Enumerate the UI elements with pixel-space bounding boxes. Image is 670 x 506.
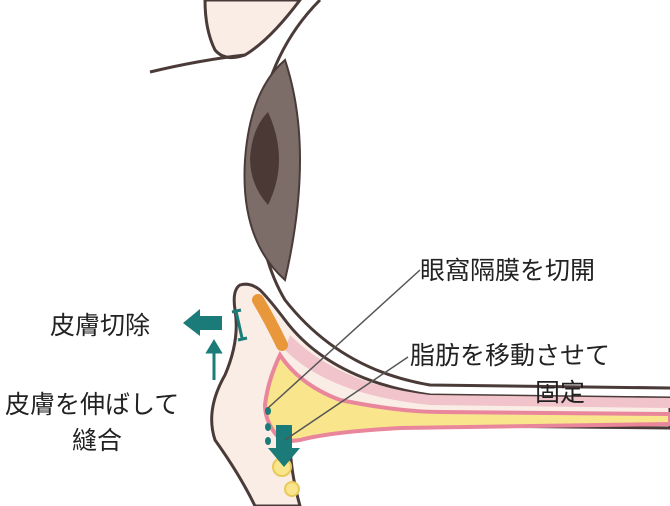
fixation-point [265,423,271,431]
fat-globule [284,481,300,497]
label-fat-move-2: 固定 [535,378,586,407]
tarsal-plate [252,294,288,351]
leader-line-fat [284,356,409,441]
pupil [250,112,279,205]
orbital-fat [262,350,670,445]
upper-eyelid [203,0,302,60]
label-skin-excision: 皮膚切除 [50,311,151,340]
skin-stretch-arrow [205,339,223,380]
fixation-point [265,437,271,445]
fixation-point [265,407,271,415]
conjunctiva [285,335,670,408]
label-fat-move-1: 脂肪を移動させて [410,341,611,370]
label-skin-stretch-2: 縫合 [72,426,123,455]
upper-lid-crease [149,53,246,74]
eyeball-outline-outer [253,0,670,390]
leader-line-septum [267,269,421,409]
skin-excision-arrow [183,309,222,336]
label-septum-incision: 眼窩隔膜を切開 [420,256,596,285]
excision-bracket [231,308,248,342]
label-skin-stretch-1: 皮膚を伸ばして [5,390,180,419]
